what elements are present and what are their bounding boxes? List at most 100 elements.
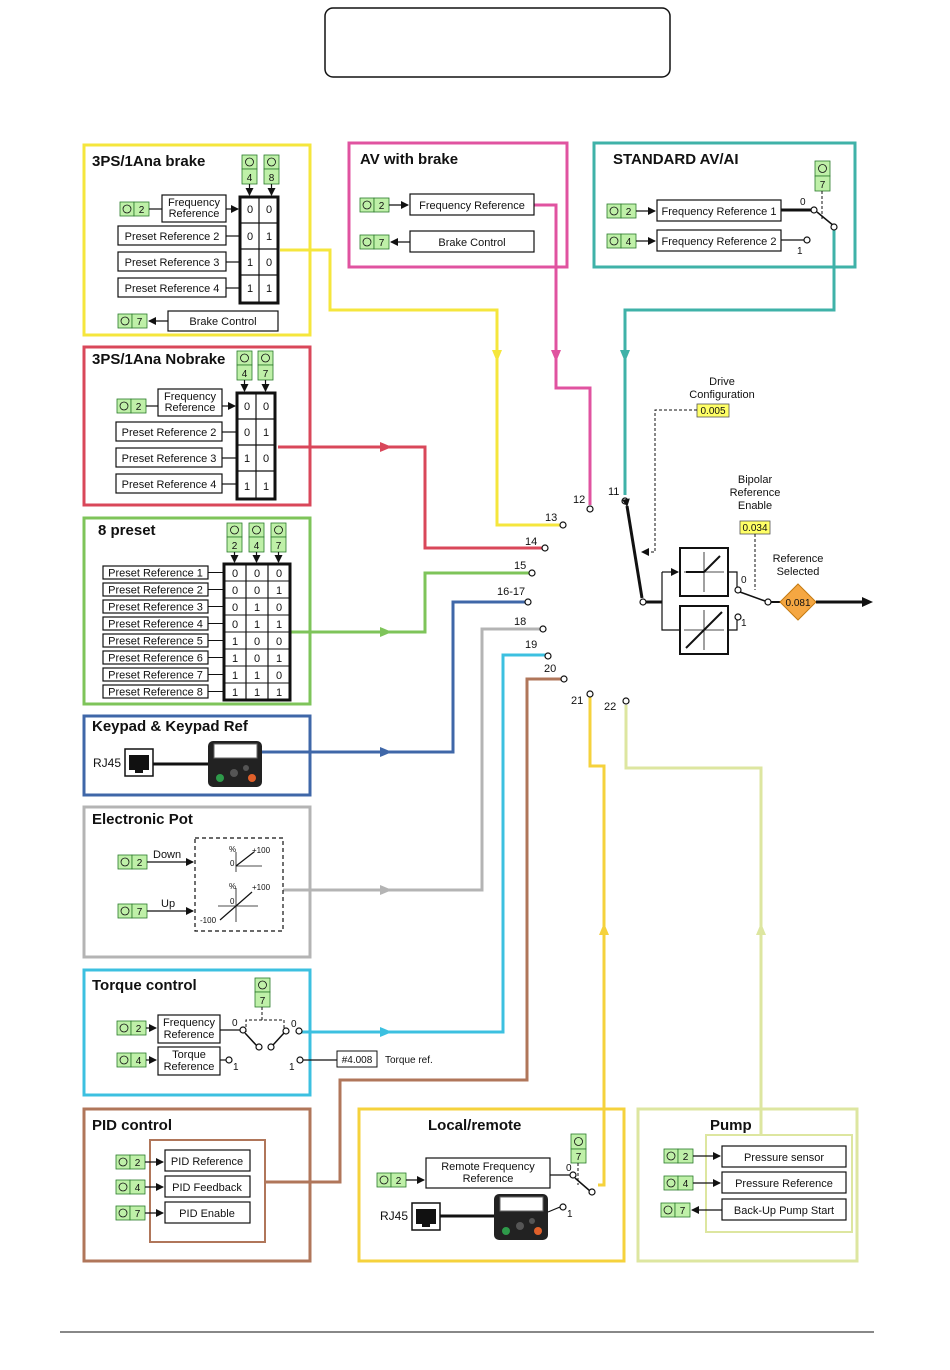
wire-epot-arrow — [380, 885, 392, 895]
switch-pos-1: 1 — [289, 1062, 295, 1073]
panel-title: Torque control — [92, 977, 197, 994]
position-label: 15 — [514, 560, 526, 572]
switch-pos-0: 0 — [800, 197, 806, 208]
bit-cell: 0 — [254, 568, 260, 580]
pressure-sensor-label: Pressure sensor — [744, 1152, 824, 1164]
panel-standard: STANDARD AV/AI 7 2 Frequency Reference 1… — [592, 141, 857, 269]
terminal-7 — [674, 1202, 691, 1218]
bit-cell: 0 — [276, 568, 282, 580]
bit-cell: 1 — [244, 481, 250, 493]
drive-config-param: 0.005 — [700, 406, 725, 417]
terminal-label: 7 — [820, 180, 826, 191]
ramp-graph-icon: % +100 0 — [229, 845, 271, 872]
preset-label: Preset Reference 7 — [108, 670, 203, 682]
preset-label: Preset Reference 2 — [122, 427, 217, 439]
bit-cell: 1 — [247, 283, 253, 295]
terminal-label: 2 — [683, 1152, 689, 1163]
wire-nobrake — [278, 445, 543, 550]
bit-cell: 1 — [266, 283, 272, 295]
bipolar-param: 0.034 — [742, 523, 767, 534]
bit-cell: 1 — [276, 585, 282, 597]
bit-cell: 0 — [247, 231, 253, 243]
panel-pump: Pump 2 Pressure sensor 4 Pressure Refere… — [636, 1107, 859, 1263]
bit-cell: 1 — [266, 231, 272, 243]
keypad-icon — [494, 1194, 548, 1240]
preset-label: Preset Reference 5 — [108, 636, 203, 648]
preset-label: Preset Reference 6 — [108, 653, 203, 665]
bit-cell: 0 — [232, 585, 238, 597]
wire-local — [588, 697, 606, 1187]
preset-label: Preset Reference 2 — [125, 231, 220, 243]
freq-ref-label: Frequency Reference — [419, 200, 525, 212]
bit-cell: 1 — [276, 653, 282, 665]
terminal-label: 2 — [136, 1024, 142, 1035]
panel-3ps-nobrake: 3PS/1Ana Nobrake 4 7 0 0 0 1 1 0 1 1 — [82, 345, 312, 507]
preset-label: Preset Reference 3 — [125, 257, 220, 269]
down-label: Down — [153, 849, 181, 861]
position-label: 12 — [573, 494, 585, 506]
bit-cell: 0 — [247, 204, 253, 216]
backup-pump-start-label: Back-Up Pump Start — [734, 1205, 834, 1217]
bit-cell: 1 — [276, 687, 282, 699]
terminal-label: 2 — [626, 207, 632, 218]
torque-param: #4.008 — [342, 1055, 373, 1066]
freq-ref-1-label: Frequency Reference 1 — [662, 206, 777, 218]
position-label: 19 — [525, 639, 537, 651]
wire-pump-arrow — [756, 923, 766, 935]
wire-pump — [624, 705, 763, 1135]
bit-cell: 0 — [276, 602, 282, 614]
bit-cell: 1 — [232, 670, 238, 682]
terminal-label: 7 — [135, 1209, 141, 1220]
wire-standard-arrow — [620, 350, 630, 362]
panel-av-brake: AV with brake 2 Frequency Reference 7 Br… — [347, 141, 569, 269]
panel-title: Local/remote — [428, 1117, 521, 1134]
switch-pos-0: 0 — [566, 1163, 572, 1174]
switch-pos-0: 0 — [232, 1018, 238, 1029]
wire-standard — [623, 228, 836, 495]
table-row: 1 1 — [244, 481, 269, 493]
bit-cell: 1 — [254, 687, 260, 699]
panel-pid: PID control 2 PID Reference 4 PID Feedba… — [82, 1107, 312, 1263]
wire-brake-arrow — [492, 350, 502, 362]
bit-cell: 0 — [266, 204, 272, 216]
terminal-label: 7 — [137, 317, 143, 328]
terminal-label: 8 — [269, 173, 275, 184]
terminal-label: 2 — [137, 858, 143, 869]
position-label: 20 — [544, 663, 556, 675]
table-row: 0 0 — [247, 204, 272, 216]
switch-pos-0: 0 — [291, 1019, 297, 1030]
preset-label: Preset Reference 3 — [122, 453, 217, 465]
terminal-label: 4 — [135, 1183, 141, 1194]
keypad-icon — [208, 741, 262, 787]
preset-label: Preset Reference 4 — [122, 479, 217, 491]
brake-control-label: Brake Control — [438, 237, 505, 249]
rj45-port-icon — [411, 1202, 441, 1231]
wire-avbrake-arrow — [551, 350, 561, 362]
bipolar-ramp-graph-icon: % +100 0 -100 — [200, 882, 271, 925]
terminal-label: 7 — [276, 541, 282, 552]
p100-label: +100 — [252, 846, 271, 855]
terminal-label: 4 — [247, 173, 253, 184]
wire-brake — [280, 248, 560, 527]
up-label: Up — [161, 898, 175, 910]
bit-cell: 0 — [263, 453, 269, 465]
wire-epot — [283, 627, 540, 892]
panel-title: 3PS/1Ana brake — [92, 153, 205, 170]
position-label: 13 — [545, 512, 557, 524]
pct-label: % — [229, 882, 236, 891]
bit-cell: 1 — [247, 257, 253, 269]
bit-cell: 0 — [244, 401, 250, 413]
panel-title: Keypad & Keypad Ref — [92, 718, 249, 735]
switch-pos-1: 1 — [233, 1062, 239, 1073]
